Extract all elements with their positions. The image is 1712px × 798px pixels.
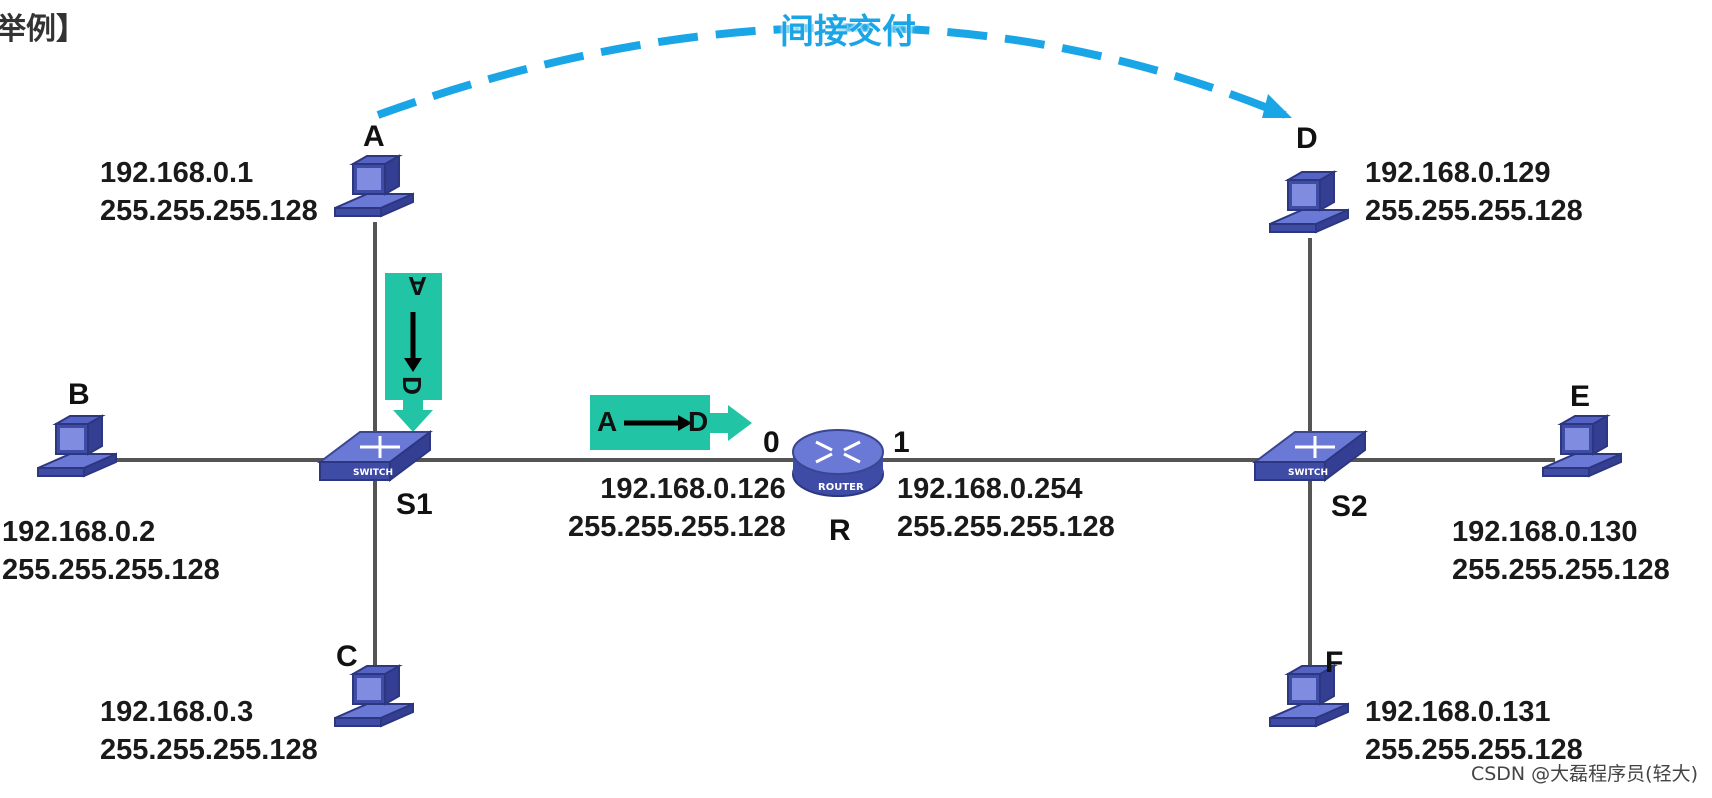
router-port0-mask: 255.255.255.128 xyxy=(568,511,786,543)
node-d-mask: 255.255.255.128 xyxy=(1365,195,1583,227)
switch-s1-name: S1 xyxy=(396,488,433,521)
node-f-address: 192.168.0.131 255.255.255.128 xyxy=(1365,693,1583,769)
flow-horizontal xyxy=(590,395,752,450)
flow-horizontal-to: D xyxy=(688,406,709,437)
title-fragment: 举例】 xyxy=(0,12,86,47)
switch-s2-icon: SWITCH xyxy=(1252,430,1368,482)
router-port1-mask: 255.255.255.128 xyxy=(897,511,1115,543)
switch-s2-name: S2 xyxy=(1331,490,1368,523)
router-port1-label: 1 xyxy=(893,426,910,459)
flow-horizontal-from: A xyxy=(597,406,618,437)
flow-vertical-to: D xyxy=(396,376,427,395)
indirect-delivery-label: 间接交付 xyxy=(780,12,916,52)
node-e-name: E xyxy=(1570,380,1591,413)
node-a-mask: 255.255.255.128 xyxy=(100,195,318,227)
pc-f-icon xyxy=(1269,664,1349,728)
node-e-mask: 255.255.255.128 xyxy=(1452,554,1670,586)
node-d-name: D xyxy=(1296,122,1318,155)
node-b-name: B xyxy=(68,378,90,411)
node-f-name: F xyxy=(1325,646,1344,679)
cables xyxy=(105,222,1555,690)
flow-vertical-from: A xyxy=(408,270,427,301)
node-d-address: 192.168.0.129 255.255.255.128 xyxy=(1365,154,1583,230)
router-name: R xyxy=(829,514,851,547)
watermark: CSDN @大磊程序员(轻大) xyxy=(1470,759,1698,786)
router-port0-address: 192.168.0.126 255.255.255.128 xyxy=(568,470,786,546)
pc-c-icon xyxy=(334,664,414,728)
indirect-arrowhead xyxy=(1262,94,1292,118)
node-a-ip: 192.168.0.1 xyxy=(100,157,254,189)
pc-e-icon xyxy=(1542,414,1622,478)
router-device-text: ROUTER xyxy=(818,482,864,493)
node-b-mask: 255.255.255.128 xyxy=(2,554,220,586)
node-f-ip: 192.168.0.131 xyxy=(1365,696,1551,728)
node-d-ip: 192.168.0.129 xyxy=(1365,157,1551,189)
router-port1-ip: 192.168.0.254 xyxy=(897,473,1083,505)
pc-d-icon xyxy=(1269,170,1349,234)
pc-a-icon xyxy=(334,154,414,218)
switch-s2-device-text: SWITCH xyxy=(1288,468,1328,478)
node-e-address: 192.168.0.130 255.255.255.128 xyxy=(1452,513,1670,589)
node-c-address: 192.168.0.3 255.255.255.128 xyxy=(100,693,318,769)
router-port0-ip: 192.168.0.126 xyxy=(600,473,786,505)
node-a-name: A xyxy=(363,120,385,153)
node-c-name: C xyxy=(336,640,358,673)
node-e-ip: 192.168.0.130 xyxy=(1452,516,1638,548)
router-icon: ROUTER xyxy=(792,429,884,497)
pc-b-icon xyxy=(37,414,117,478)
node-c-ip: 192.168.0.3 xyxy=(100,696,254,728)
node-c-mask: 255.255.255.128 xyxy=(100,734,318,766)
node-b-address: 192.168.0.2 255.255.255.128 xyxy=(2,513,220,589)
node-a-address: 192.168.0.1 255.255.255.128 xyxy=(100,154,318,230)
indirect-delivery-arc xyxy=(376,23,1287,119)
router-port0-label: 0 xyxy=(763,426,780,459)
switch-s1-device-text: SWITCH xyxy=(353,468,393,478)
switch-s1-icon: SWITCH xyxy=(317,430,433,482)
node-b-ip: 192.168.0.2 xyxy=(2,516,156,548)
flow-vertical xyxy=(385,273,442,432)
router-port1-address: 192.168.0.254 255.255.255.128 xyxy=(897,470,1115,546)
